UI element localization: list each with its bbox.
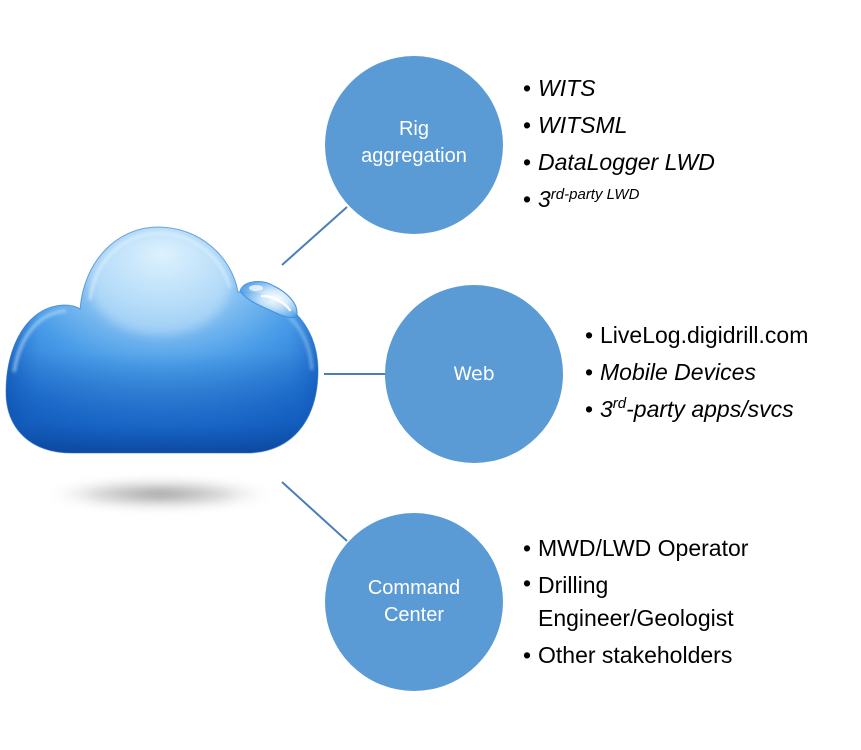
bullet-icon: •: [523, 149, 532, 175]
list-item: • Mobile Devices: [585, 354, 808, 391]
web-channels-list: • LiveLog.digidrill.com • Mobile Devices…: [585, 317, 808, 428]
node-web: [385, 285, 563, 463]
connector-command: [281, 481, 348, 542]
list-item-text: WITSML: [538, 112, 628, 138]
list-item: • Drilling Engineer/Geologist: [523, 567, 788, 637]
list-item: • 3rd-party LWD: [523, 181, 715, 218]
bullet-icon: •: [523, 570, 532, 596]
list-item: • MWD/LWD Operator: [523, 530, 823, 567]
ordinal-suffix: -party apps/svcs: [626, 396, 794, 422]
bullet-icon: •: [585, 359, 594, 385]
ordinal-number: 3: [600, 396, 613, 422]
ordinal-number: 3: [538, 186, 551, 212]
bullet-icon: •: [585, 396, 594, 422]
list-item-text: 3rd-party apps/svcs: [600, 396, 794, 422]
list-item: • DataLogger LWD: [523, 144, 715, 181]
list-item: • LiveLog.digidrill.com: [585, 317, 808, 354]
command-center-users-list: • MWD/LWD Operator • Drilling Engineer/G…: [523, 530, 823, 674]
list-item-text: MWD/LWD Operator: [538, 535, 749, 561]
node-rig-aggregation: [325, 56, 503, 234]
rig-sources-list: • WITS • WITSML • DataLogger LWD • 3rd-p…: [523, 70, 715, 218]
superscript-text: rd: [612, 395, 627, 412]
cloud-shadow: [40, 478, 280, 510]
list-item-text: Mobile Devices: [600, 359, 756, 385]
list-item-text: Other stakeholders: [538, 642, 733, 668]
bullet-icon: •: [523, 75, 532, 101]
bullet-icon: •: [523, 112, 532, 138]
list-item-text: WITS: [538, 75, 596, 101]
list-item-text: DataLogger LWD: [538, 149, 715, 175]
list-item: • WITS: [523, 70, 715, 107]
bullet-icon: •: [523, 186, 532, 212]
list-item-text: LiveLog.digidrill.com: [600, 322, 809, 348]
list-item-text: Drilling Engineer/Geologist: [538, 572, 734, 631]
node-command-center: [325, 513, 503, 691]
list-item-text: 3rd-party LWD: [538, 186, 639, 212]
droplet-icon: [239, 281, 298, 319]
superscript-text: rd-party LWD: [550, 186, 640, 203]
bullet-icon: •: [585, 322, 594, 348]
list-item: • 3rd-party apps/svcs: [585, 391, 808, 428]
list-item: • Other stakeholders: [523, 637, 823, 674]
connector-rig: [281, 206, 348, 266]
bullet-icon: •: [523, 535, 532, 561]
bullet-icon: •: [523, 642, 532, 668]
list-item: • WITSML: [523, 107, 715, 144]
cloud-icon: [5, 226, 319, 454]
